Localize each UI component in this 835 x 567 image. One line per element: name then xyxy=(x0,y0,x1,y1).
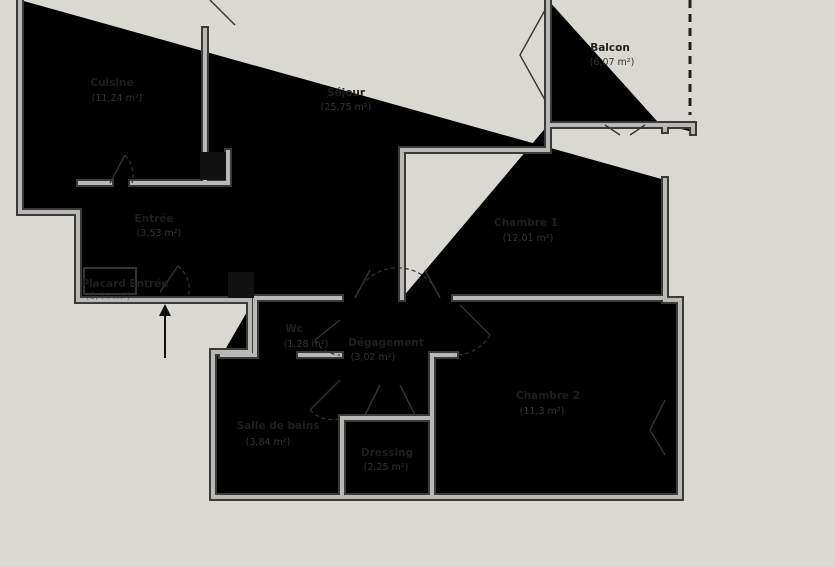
room-entree-area: (3,53 m²) xyxy=(137,228,182,239)
room-sdb-name: Salle de bains xyxy=(237,420,320,432)
room-cuisine-area: (11,24 m²) xyxy=(92,93,143,104)
room-chambre2-area: (11,3 m²) xyxy=(520,406,565,417)
room-degagement-area: (3,02 m²) xyxy=(351,352,396,363)
room-chambre1-name: Chambre 1 xyxy=(494,217,558,229)
room-chambre1-area: (12,01 m²) xyxy=(503,233,554,244)
room-chambre2-name: Chambre 2 xyxy=(516,390,580,402)
room-placard-area: (0,44 m²) xyxy=(86,291,131,302)
duct-entree xyxy=(228,272,254,298)
room-dressing-area: (2,25 m²) xyxy=(364,462,409,473)
placard-shelf xyxy=(83,267,137,295)
room-entree-name: Entrée xyxy=(134,213,173,225)
room-labels: Cuisine (11,24 m²) Séjour (25,75 m²) Bal… xyxy=(81,42,634,473)
walls xyxy=(20,0,693,497)
room-dressing-name: Dressing xyxy=(361,447,413,459)
duct-kitchen xyxy=(200,152,226,180)
entrance-arrow-icon xyxy=(159,304,171,358)
room-placard-name: Placard Entrée xyxy=(81,278,168,290)
room-cuisine-name: Cuisine xyxy=(90,77,133,89)
doors xyxy=(109,0,666,456)
room-degagement-name: Dégagement xyxy=(348,337,424,349)
room-wc-name: Wc xyxy=(285,323,303,335)
room-sejour-name: Séjour xyxy=(327,87,366,99)
room-sejour-area: (25,75 m²) xyxy=(321,102,372,113)
room-sdb-area: (3,84 m²) xyxy=(246,437,291,448)
room-balcon-area: (6,07 m²) xyxy=(590,57,635,68)
room-balcon-name: Balcon xyxy=(590,42,630,54)
room-wc-area: (1,28 m²) xyxy=(284,339,329,350)
